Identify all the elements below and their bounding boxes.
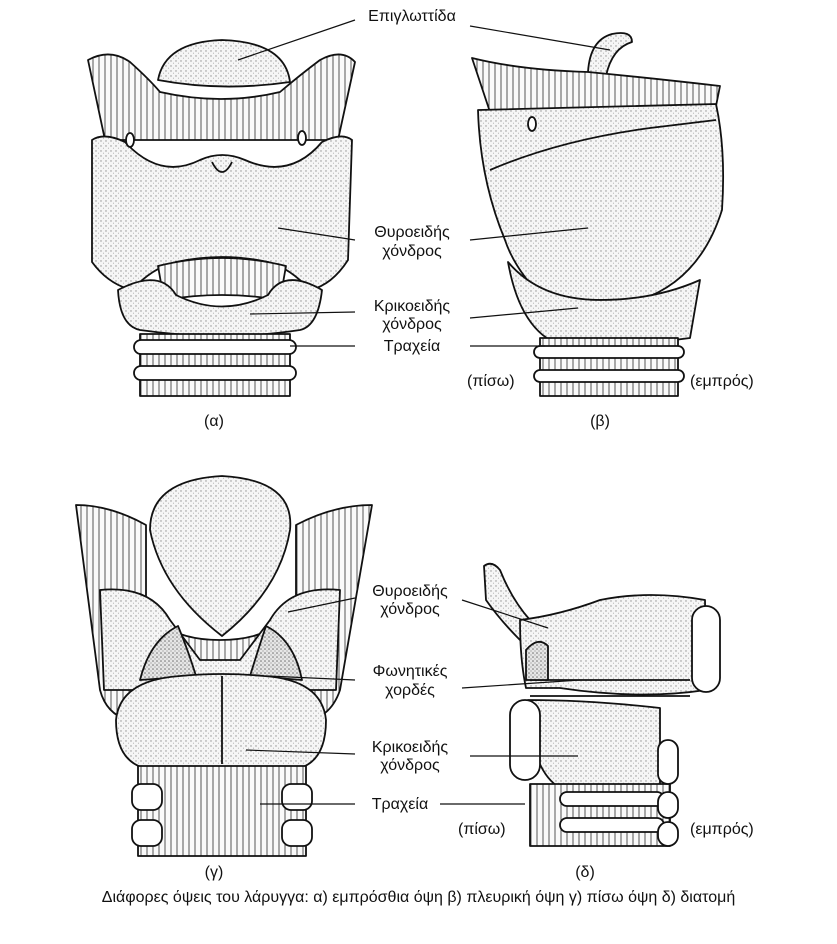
cricoid-cartilage-d bbox=[528, 700, 660, 790]
label-trachea-d: Τραχεία bbox=[372, 795, 428, 814]
label-panel-a: (α) bbox=[204, 412, 224, 431]
label-vocal-2: χορδές bbox=[385, 681, 435, 700]
diagram-b-side-view bbox=[472, 33, 723, 396]
trachea-c bbox=[138, 766, 306, 856]
label-vocal-1: Φωνητικές bbox=[373, 662, 448, 681]
label-cricoid-a-2: χόνδρος bbox=[382, 315, 441, 334]
epiglottis-a bbox=[158, 40, 290, 87]
diagram-c-back-view bbox=[76, 476, 372, 856]
label-thyroid-d-2: χόνδρος bbox=[380, 600, 439, 619]
label-cricoid-d-1: Κρικοειδής bbox=[372, 738, 448, 757]
label-cricoid-d-2: χόνδρος bbox=[380, 756, 439, 775]
label-panel-c: (γ) bbox=[205, 863, 224, 882]
diagram-a-front-view bbox=[88, 40, 355, 396]
label-panel-b: (β) bbox=[590, 412, 610, 431]
figure-caption: Διάφορες όψεις του λάρυγγα: α) εμπρόσθια… bbox=[0, 889, 837, 907]
label-front-b: (εμπρός) bbox=[690, 372, 754, 391]
cricoid-cartilage-c bbox=[116, 674, 326, 768]
label-front-d: (εμπρός) bbox=[690, 820, 754, 839]
label-panel-d: (δ) bbox=[575, 863, 595, 882]
epiglottis-c bbox=[150, 476, 290, 636]
label-cricoid-a-1: Κρικοειδής bbox=[374, 297, 450, 316]
label-thyroid-a-2: χόνδρος bbox=[382, 242, 441, 261]
label-thyroid-a-1: Θυροειδής bbox=[374, 223, 449, 242]
label-back-d: (πίσω) bbox=[458, 820, 506, 839]
label-trachea-a: Τραχεία bbox=[384, 337, 440, 356]
label-back-b: (πίσω) bbox=[467, 372, 515, 391]
label-epiglottis: Επιγλωττίδα bbox=[368, 7, 456, 26]
epiglottis-b bbox=[588, 33, 632, 76]
label-thyroid-d-1: Θυροειδής bbox=[372, 582, 447, 601]
